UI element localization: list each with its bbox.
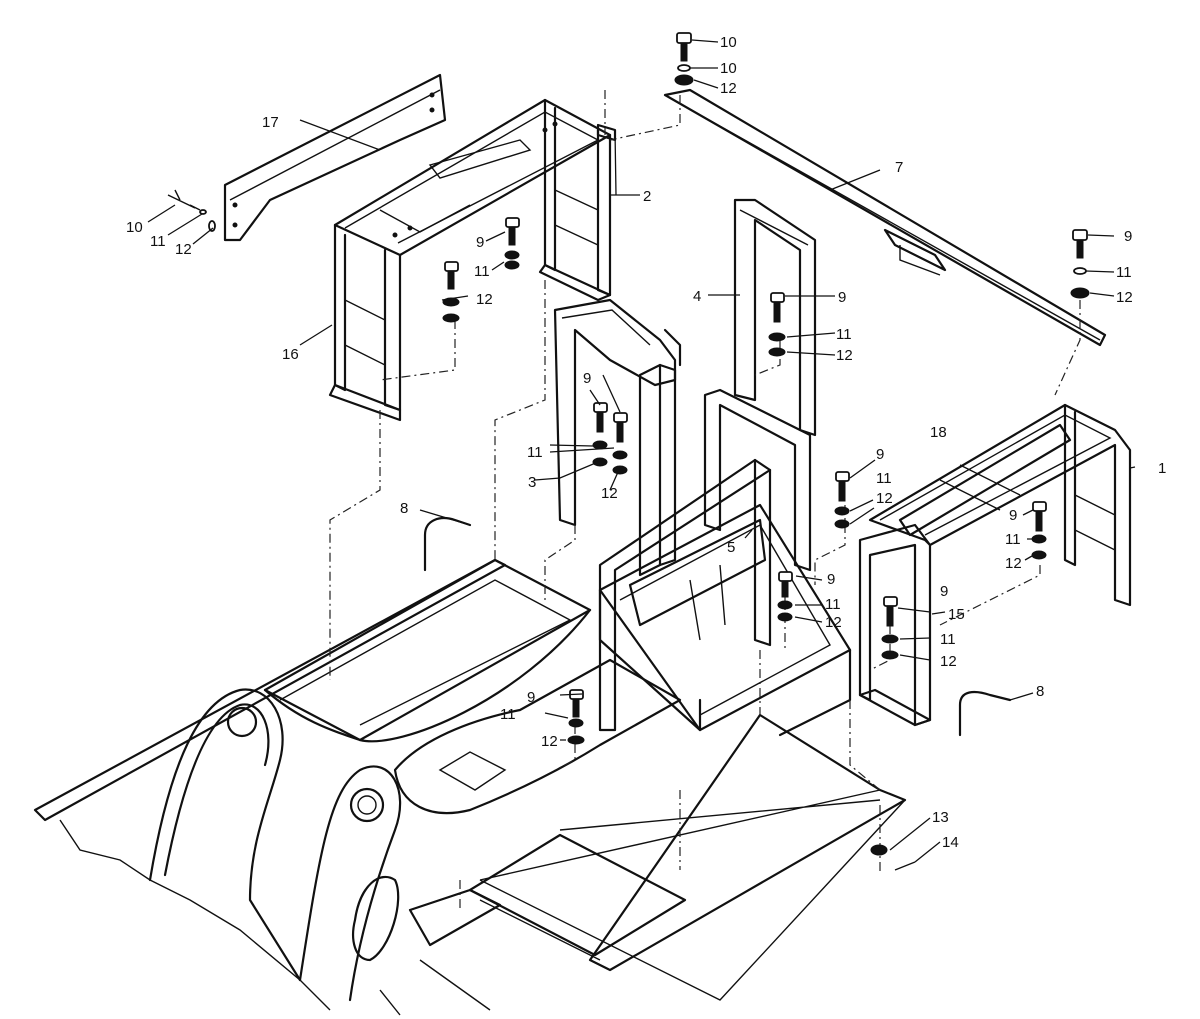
callout-15: 15 [948,606,965,623]
callout-12-center: 12 [541,733,558,750]
callout-12-right: 12 [1116,289,1133,306]
part-16-frame [328,98,612,422]
callout-11-left: 11 [150,233,166,250]
callout-9d: 9 [876,446,884,463]
callout-12-top: 12 [720,80,737,97]
callout-9g: 9 [940,583,948,600]
callout-2: 2 [643,188,651,205]
callout-18: 18 [930,424,947,441]
handle-8-right [958,690,1012,737]
callout-12-part4: 12 [836,347,853,364]
callout-7: 7 [895,159,903,176]
callout-11-part16: 11 [474,263,490,280]
callout-12-left: 12 [175,241,192,258]
callout-16: 16 [282,346,299,363]
part-3-post [553,298,682,577]
callout-9f: 9 [827,571,835,588]
callout-11-part15: 11 [940,631,956,648]
callout-9a: 9 [476,234,484,251]
callout-11-part1: 11 [1005,531,1021,548]
callout-11-center: 11 [500,706,516,723]
callout-5: 5 [727,539,735,556]
callout-14: 14 [942,834,959,851]
part-5-frame [598,388,812,732]
callout-1: 1 [1158,460,1166,477]
callout-11-part4: 11 [836,326,852,343]
callout-8-left: 8 [400,500,408,517]
part-17-bar [223,73,447,242]
hardware [167,32,1090,871]
callout-10-left: 10 [126,219,143,236]
callout-8-right: 8 [1036,683,1044,700]
callout-labels: 1 2 3 4 5 7 8 8 9 9 9 9 9 9 9 9 9 10 10 … [126,34,1166,851]
handle-8-left [423,517,472,572]
callout-4: 4 [693,288,701,305]
callout-10-top: 10 [720,34,737,51]
part-7-bar [663,88,1107,347]
callout-17: 17 [262,114,279,131]
callout-12-part5: 12 [876,490,893,507]
leader-lines [147,39,1136,863]
callout-12-part16: 12 [476,291,493,308]
callout-9c: 9 [583,370,591,387]
callout-11-part5: 11 [876,470,892,487]
callout-13: 13 [932,809,949,826]
callout-11-top: 10 [720,60,737,77]
callout-11-right: 11 [1116,264,1132,281]
callout-3: 3 [528,474,536,491]
callout-11-carriage: 11 [825,596,841,613]
callout-12-part1: 12 [1005,555,1022,572]
part-4-frame [733,198,817,437]
callout-9e: 9 [1009,507,1017,524]
callout-12-part3: 12 [601,485,618,502]
callout-12-part15: 12 [940,653,957,670]
callout-9h: 9 [527,689,535,706]
callout-12-carriage: 12 [825,614,842,631]
callout-10-right: 9 [1124,228,1132,245]
callout-9b: 9 [838,289,846,306]
main-frame [33,503,907,1016]
part-1-frame [858,403,1132,727]
callout-11-part3: 11 [527,444,543,461]
